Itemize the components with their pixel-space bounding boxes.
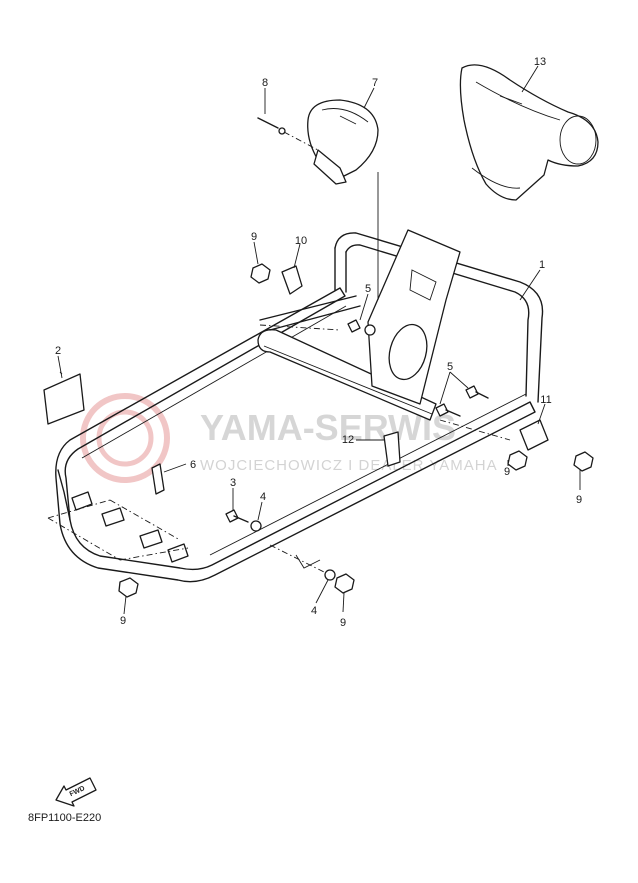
steering-cover-part-7 (307, 99, 379, 300)
callout-6: 6 (190, 459, 196, 471)
callout-13: 13 (534, 56, 546, 68)
callout-9e: 9 (576, 494, 582, 506)
kart-frame (55, 229, 544, 583)
front-studs (47, 491, 189, 563)
bracket-part-11 (519, 419, 549, 451)
clamp-part-10 (281, 265, 303, 295)
callout-5a: 5 (365, 283, 371, 295)
callout-8: 8 (262, 77, 268, 89)
callout-12: 12 (342, 434, 354, 446)
callouts: 1 2 3 4 4 5 5 6 7 8 9 9 9 9 9 10 11 (55, 56, 582, 629)
callout-9d: 9 (504, 466, 510, 478)
callout-4a: 4 (260, 491, 266, 503)
screw-part-8 (257, 117, 319, 151)
callout-4b: 4 (311, 605, 317, 617)
watermark: YAMA-SERWIS WOJCIECHOWICZ I DEALER YAMAH… (80, 393, 498, 483)
bracket-part-12 (383, 431, 401, 467)
clip-part-6 (151, 463, 165, 495)
watermark-brand: YAMA-SERWIS (200, 407, 456, 448)
nut-icons (118, 263, 594, 598)
callout-5b: 5 (447, 361, 453, 373)
fwd-arrow-icon: FWD (55, 777, 97, 807)
callout-10: 10 (295, 235, 307, 247)
seat-pad-part-13 (459, 64, 599, 201)
callout-7: 7 (372, 77, 378, 89)
label-plate (43, 373, 85, 425)
part-code: 8FP1100-E220 (28, 812, 102, 824)
bolt-icons (225, 319, 489, 581)
washer-icon (324, 569, 336, 581)
callout-9a: 9 (251, 231, 257, 243)
callout-3: 3 (230, 477, 236, 489)
callout-11: 11 (540, 394, 551, 406)
watermark-tagline: WOJCIECHOWICZ I DEALER YAMAHA (200, 457, 498, 474)
callout-1: 1 (539, 259, 545, 271)
callout-2: 2 (55, 345, 61, 357)
callout-9b: 9 (120, 615, 126, 627)
washer-icon (250, 520, 262, 532)
callout-9c: 9 (340, 617, 346, 629)
